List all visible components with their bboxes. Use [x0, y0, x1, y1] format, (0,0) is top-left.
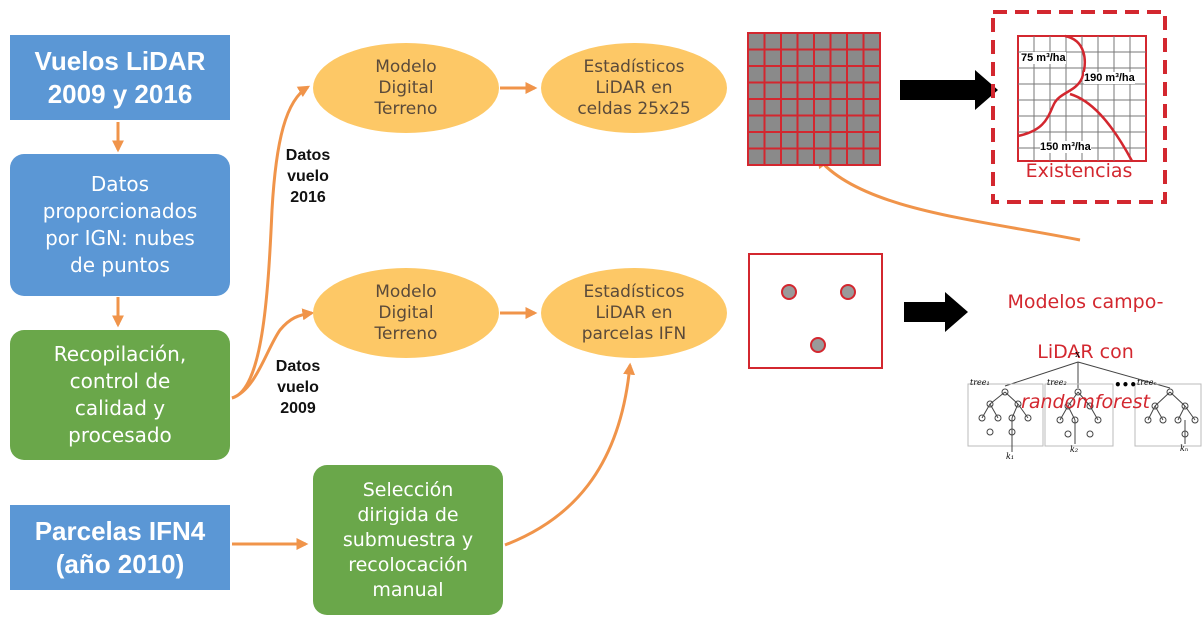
datos-ign-box: Datos proporcionados por IGN: nubes de p… — [10, 154, 230, 296]
stats-top-ellipse: Estadísticos LiDAR en celdas 25x25 — [541, 43, 727, 133]
rf-k2-label: k₂ — [1070, 445, 1079, 454]
rf-treen-label: treeₙ — [1137, 378, 1157, 387]
arrow-recopilacion-to-mdt-bottom — [231, 308, 315, 400]
mdt-bottom-ellipse: Modelo Digital Terreno — [313, 268, 499, 358]
existencias-value-190: 190 m³/ha — [1084, 72, 1135, 84]
stats-bottom-ellipse: Estadísticos LiDAR en parcelas IFN — [541, 268, 727, 358]
existencias-value-150: 150 m³/ha — [1040, 141, 1091, 153]
black-arrow-top — [900, 70, 998, 110]
existencias-value-75: 75 m³/ha — [1021, 52, 1066, 64]
rf-tree1-label: tree₁ — [970, 378, 990, 387]
datos-vuelo-2009-label: Datos vuelo 2009 — [275, 358, 321, 417]
vuelos-lidar-box: Vuelos LiDAR 2009 y 2016 — [10, 35, 230, 120]
ifn-plots-image — [748, 253, 883, 369]
datos-vuelo-2016-label: Datos vuelo 2016 — [285, 147, 331, 206]
rf-tree2-label: tree₂ — [1047, 378, 1067, 387]
existencias-title: Existencias — [1025, 160, 1133, 182]
rf-kn-label: kₙ — [1180, 444, 1189, 453]
lidar-grid-image — [747, 32, 881, 166]
arrow-modelos-to-grid — [816, 156, 1081, 242]
modelos-line-1: Modelos campo- — [1007, 291, 1164, 313]
modelos-text: Modelos campo- LiDAR con randomforest — [968, 265, 1203, 440]
black-arrow-bottom — [904, 292, 968, 332]
recopilacion-box: Recopilación, control de calidad y proce… — [10, 330, 230, 460]
arrow-recopilacion-to-mdt-top — [231, 85, 311, 400]
rf-k1-label: k₁ — [1006, 452, 1015, 461]
seleccion-box: Selección dirigida de submuestra y recol… — [313, 465, 503, 615]
existencias-frame — [991, 10, 1167, 204]
arrow-seleccion-to-stats-bottom — [504, 362, 636, 547]
rf-ellipsis: ••• — [1114, 378, 1138, 392]
mdt-top-ellipse: Modelo Digital Terreno — [313, 43, 499, 133]
parcelas-ifn4-box: Parcelas IFN4 (año 2010) — [10, 505, 230, 590]
modelos-line-2: LiDAR con — [1037, 341, 1134, 363]
modelos-line-3: randomforest — [1021, 391, 1150, 413]
random-forest-diagram — [967, 361, 1202, 452]
rf-root-label: x — [1075, 350, 1081, 360]
